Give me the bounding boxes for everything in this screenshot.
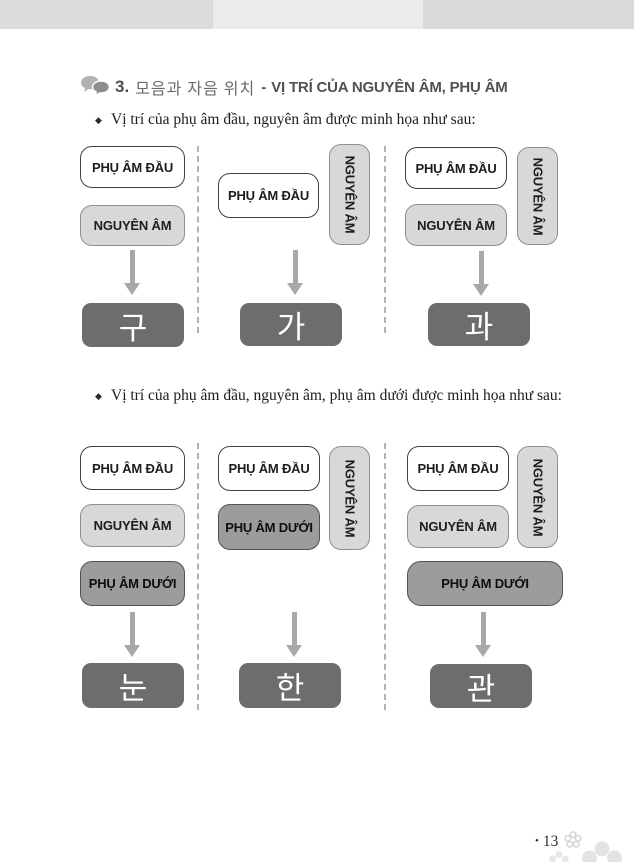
syllable-text: 눈 — [118, 671, 148, 706]
final-consonant-label: PHỤ ÂM DƯỚI — [441, 576, 529, 591]
initial-consonant-label: PHỤ ÂM ĐẦU — [228, 461, 310, 476]
initial-consonant-label: PHỤ ÂM ĐẦU — [91, 460, 174, 476]
initial-consonant-box: PHỤ ÂM ĐẦU — [407, 446, 509, 491]
vowel-box: NGUYÊN ÂM — [407, 505, 509, 548]
final-consonant-label: PHỤ ÂM DƯỚI — [88, 576, 177, 591]
bullet-diamond-icon: ◆ — [95, 115, 102, 125]
initial-consonant-box: PHỤ ÂM ĐẦU — [80, 446, 185, 490]
vowel-label: NGUYÊN ÂM — [342, 155, 357, 234]
final-consonant-box-wide: PHỤ ÂM DƯỚI — [407, 561, 563, 606]
final-consonant-box: PHỤ ÂM DƯỚI — [218, 504, 320, 550]
final-consonant-box: PHỤ ÂM DƯỚI — [80, 561, 185, 606]
vowel-box-vertical: NGUYÊN ÂM — [517, 446, 558, 548]
vowel-box-vertical: NGUYÊN ÂM — [329, 446, 370, 550]
vowel-label: NGUYÊN ÂM — [93, 218, 172, 233]
down-arrow-icon — [473, 251, 489, 296]
vowel-box: NGUYÊN ÂM — [80, 205, 185, 246]
blossom-outline-icon — [564, 831, 582, 848]
bullet-text-1: Vị trí của phụ âm đầu, nguyên âm được mi… — [111, 111, 476, 128]
syllable-text: 관 — [466, 671, 496, 707]
vowel-label: NGUYÊN ÂM — [93, 518, 172, 533]
section-heading: 3. 모음과 자음 위치 - VỊ TRÍ CỦA NGUYÊN ÂM, PHỤ… — [80, 74, 508, 100]
initial-consonant-label: PHỤ ÂM ĐẦU — [415, 160, 497, 176]
dashed-divider — [384, 146, 386, 333]
down-arrow-icon — [287, 250, 303, 295]
dashed-divider — [384, 443, 386, 710]
down-arrow-icon — [475, 612, 491, 657]
syllable-box: 한 — [239, 663, 341, 708]
vowel-label: NGUYÊN ÂM — [419, 519, 497, 534]
initial-consonant-box: PHỤ ÂM ĐẦU — [405, 147, 507, 189]
initial-consonant-box: PHỤ ÂM ĐẦU — [218, 446, 320, 491]
syllable-box: 과 — [428, 303, 530, 346]
blossom-icon — [549, 850, 569, 862]
initial-consonant-label: PHỤ ÂM ĐẦU — [91, 159, 174, 175]
section-title-vietnamese: VỊ TRÍ CỦA NGUYÊN ÂM, PHỤ ÂM — [271, 78, 508, 96]
section-title-korean: 모음과 자음 위치 — [135, 81, 256, 98]
vowel-label: NGUYÊN ÂM — [530, 157, 545, 235]
syllable-text: 한 — [275, 671, 305, 706]
speech-bubbles-icon — [81, 76, 111, 98]
top-bar-segment-right — [423, 0, 634, 29]
top-bar-segment-left — [0, 0, 213, 29]
final-consonant-label: PHỤ ÂM DƯỚI — [225, 519, 313, 535]
syllable-box: 가 — [240, 303, 342, 346]
vowel-box: NGUYÊN ÂM — [80, 504, 185, 547]
bullet-text-2: Vị trí của phụ âm đầu, nguyên âm, phụ âm… — [111, 387, 562, 404]
vowel-label: NGUYÊN ÂM — [342, 459, 357, 537]
bullet-paragraph-1: ◆ Vị trí của phụ âm đầu, nguyên âm được … — [95, 109, 600, 132]
page-number-value: 13 — [542, 833, 559, 850]
initial-consonant-box: PHỤ ÂM ĐẦU — [218, 173, 319, 218]
dashed-divider — [197, 443, 199, 710]
top-bar — [0, 0, 634, 29]
section-number: 3. — [115, 77, 130, 96]
vowel-box: NGUYÊN ÂM — [405, 204, 507, 246]
vowel-label: NGUYÊN ÂM — [417, 217, 495, 233]
initial-consonant-label: PHỤ ÂM ĐẦU — [417, 461, 499, 476]
initial-consonant-label: PHỤ ÂM ĐẦU — [227, 188, 310, 203]
vowel-label: NGUYÊN ÂM — [530, 458, 545, 536]
down-arrow-icon — [124, 250, 140, 295]
down-arrow-icon — [124, 612, 140, 657]
syllable-box: 관 — [430, 664, 532, 708]
bullet-diamond-icon: ◆ — [95, 391, 102, 401]
syllable-box: 구 — [82, 303, 184, 347]
syllable-box: 눈 — [82, 663, 184, 708]
vowel-box-vertical: NGUYÊN ÂM — [329, 144, 370, 245]
syllable-text: 과 — [464, 310, 494, 345]
blossom-icon — [581, 841, 623, 862]
down-arrow-icon — [286, 612, 302, 657]
page-number: •13 — [535, 833, 558, 851]
title-dash: - — [261, 78, 267, 96]
dashed-divider — [197, 146, 199, 333]
initial-consonant-box: PHỤ ÂM ĐẦU — [80, 146, 185, 188]
syllable-text: 가 — [276, 310, 306, 345]
vowel-box-vertical: NGUYÊN ÂM — [517, 147, 558, 245]
top-bar-segment-middle — [213, 0, 423, 29]
page-number-dot: • — [535, 835, 539, 847]
bullet-paragraph-2: ◆ Vị trí của phụ âm đầu, nguyên âm, phụ … — [95, 385, 600, 408]
syllable-text: 구 — [118, 310, 148, 346]
